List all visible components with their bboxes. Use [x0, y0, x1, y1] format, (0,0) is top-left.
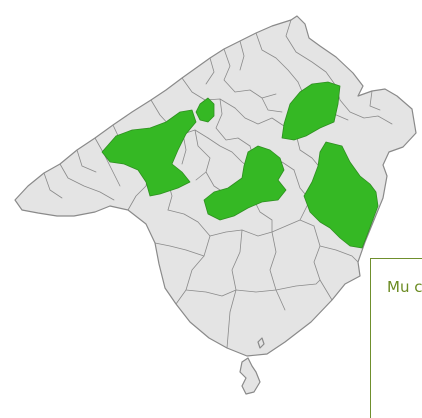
highlight-region-east: [303, 141, 379, 249]
highlight-region-west: [101, 109, 197, 197]
island-map-icon: [14, 15, 417, 395]
map-area: Mu cita cul a M: [14, 15, 422, 418]
islet-small: [257, 337, 265, 349]
highlighted-municipalities: [101, 81, 379, 249]
highlight-region-north: [281, 81, 341, 141]
highlight-region-center: [203, 145, 287, 221]
info-note-box: Mu cita cul a M: [370, 258, 422, 418]
highlight-region-small: [195, 97, 215, 123]
islet: [239, 357, 261, 395]
info-note-text: Mu cita cul a M: [387, 278, 422, 296]
